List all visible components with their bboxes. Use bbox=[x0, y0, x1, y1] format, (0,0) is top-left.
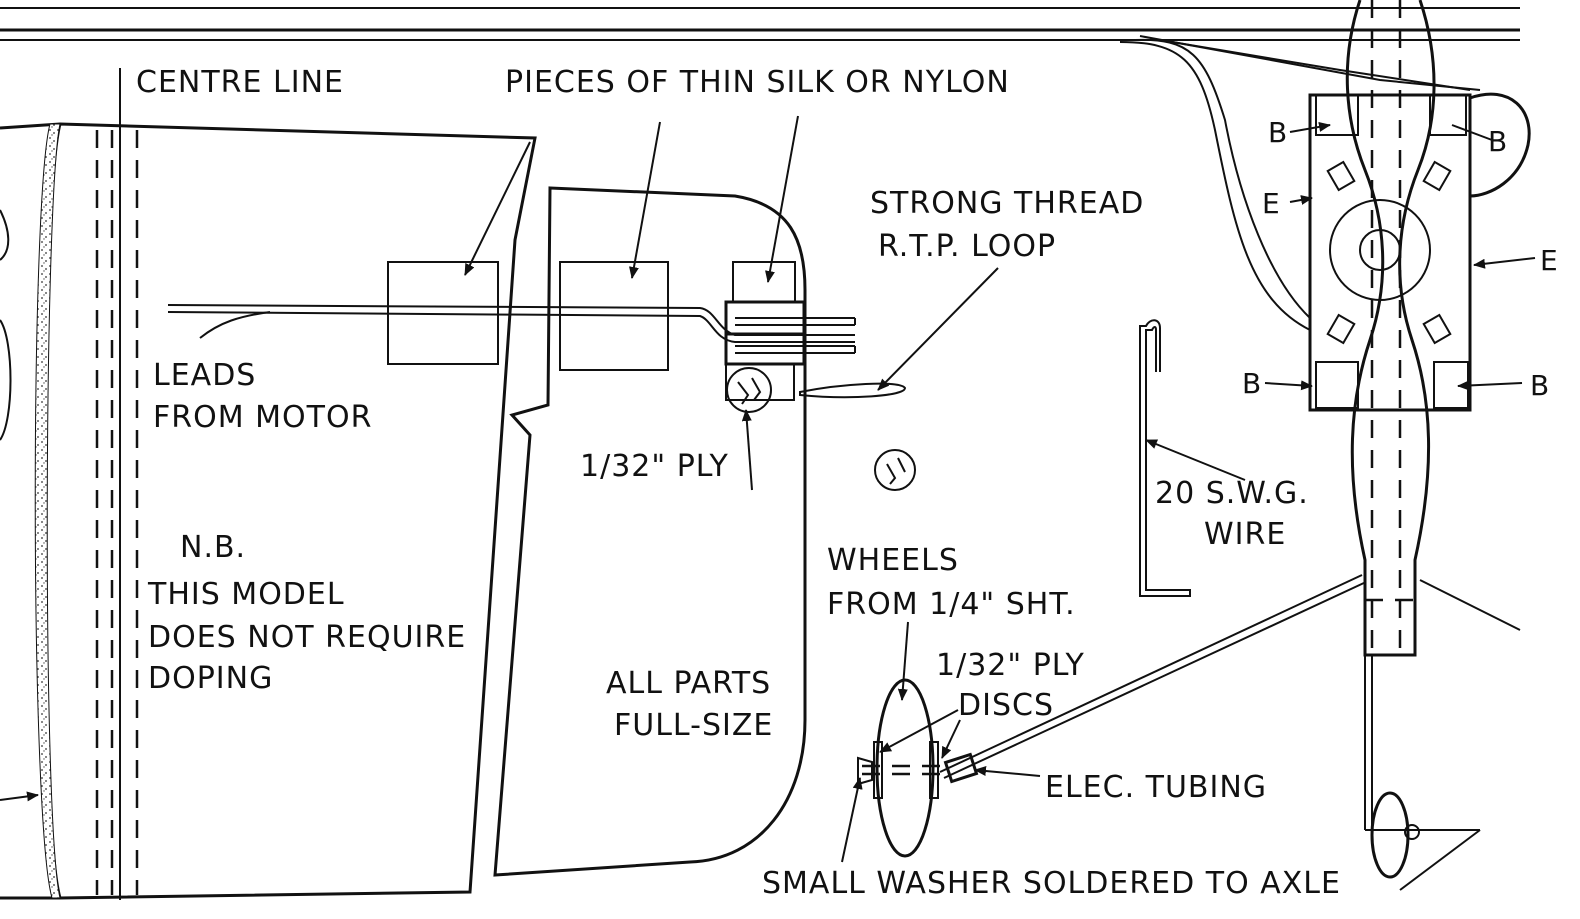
ply-discs bbox=[726, 367, 916, 491]
undercarriage bbox=[939, 574, 1521, 891]
block-b-bl bbox=[1315, 361, 1359, 409]
label-wire-2: WIRE bbox=[1204, 517, 1286, 552]
motor-assembly bbox=[1119, 0, 1536, 657]
rtp-loop bbox=[799, 267, 999, 399]
propeller-shaft bbox=[1345, 0, 1436, 657]
wire-hook bbox=[1139, 319, 1246, 597]
label-b-tl: B bbox=[1268, 116, 1288, 149]
label-discs-2: DISCS bbox=[958, 688, 1054, 723]
pointer-silk-1 bbox=[464, 141, 531, 276]
label-elec-tubing: ELEC. TUBING bbox=[1045, 770, 1267, 805]
motor-frame bbox=[1308, 93, 1472, 412]
label-nb-1: THIS MODEL bbox=[147, 577, 345, 612]
silk-patch-1 bbox=[387, 261, 499, 365]
labels: CENTRE LINE PIECES OF THIN SILK OR NYLON… bbox=[136, 65, 1559, 901]
top-rail bbox=[0, 7, 1520, 41]
wheel bbox=[875, 678, 935, 858]
label-wire-1: 20 S.W.G. bbox=[1155, 476, 1309, 511]
clip-block-2 bbox=[724, 332, 806, 366]
label-nb: N.B. bbox=[180, 530, 246, 565]
wing-panel-left bbox=[0, 68, 537, 900]
label-all-parts-1: ALL PARTS bbox=[606, 666, 771, 701]
ply-block bbox=[725, 363, 795, 401]
label-b-tr: B bbox=[1488, 125, 1508, 158]
label-ply: 1/32" PLY bbox=[580, 449, 729, 484]
motor-leads bbox=[167, 304, 856, 354]
label-leads-1: LEADS bbox=[153, 358, 256, 393]
block-b-tr bbox=[1429, 94, 1467, 136]
label-centre-line: CENTRE LINE bbox=[136, 65, 344, 100]
pointer-silk-2 bbox=[629, 121, 661, 279]
label-e-right: E bbox=[1540, 244, 1559, 277]
label-wheels-1: WHEELS bbox=[827, 543, 959, 578]
label-wheels-2: FROM 1/4" SHT. bbox=[827, 587, 1076, 622]
small-wheel bbox=[1370, 791, 1410, 879]
label-small-washer: SMALL WASHER SOLDERED TO AXLE bbox=[762, 866, 1341, 901]
fin-panel bbox=[493, 186, 807, 877]
label-b-bl: B bbox=[1242, 367, 1262, 400]
label-all-parts-2: FULL-SIZE bbox=[614, 708, 773, 743]
label-leads-2: FROM MOTOR bbox=[153, 400, 372, 435]
block-b-tl bbox=[1315, 94, 1359, 136]
label-strong-thread: STRONG THREAD bbox=[870, 186, 1144, 221]
loop-b-right bbox=[1469, 92, 1531, 198]
silk-patch-3 bbox=[732, 261, 796, 303]
label-b-br: B bbox=[1530, 369, 1550, 402]
label-pieces: PIECES OF THIN SILK OR NYLON bbox=[505, 65, 1010, 100]
silk-patch-2 bbox=[559, 261, 669, 371]
pointer-silk-3 bbox=[765, 115, 799, 283]
label-nb-3: DOPING bbox=[148, 661, 273, 696]
wheel-detail bbox=[841, 621, 1041, 863]
label-discs-1: 1/32" PLY bbox=[936, 648, 1085, 683]
label-e-left: E bbox=[1262, 187, 1281, 220]
label-rtp-loop: R.T.P. LOOP bbox=[878, 229, 1056, 264]
label-nb-2: DOES NOT REQUIRE bbox=[148, 620, 466, 655]
silk-patches bbox=[387, 115, 806, 401]
